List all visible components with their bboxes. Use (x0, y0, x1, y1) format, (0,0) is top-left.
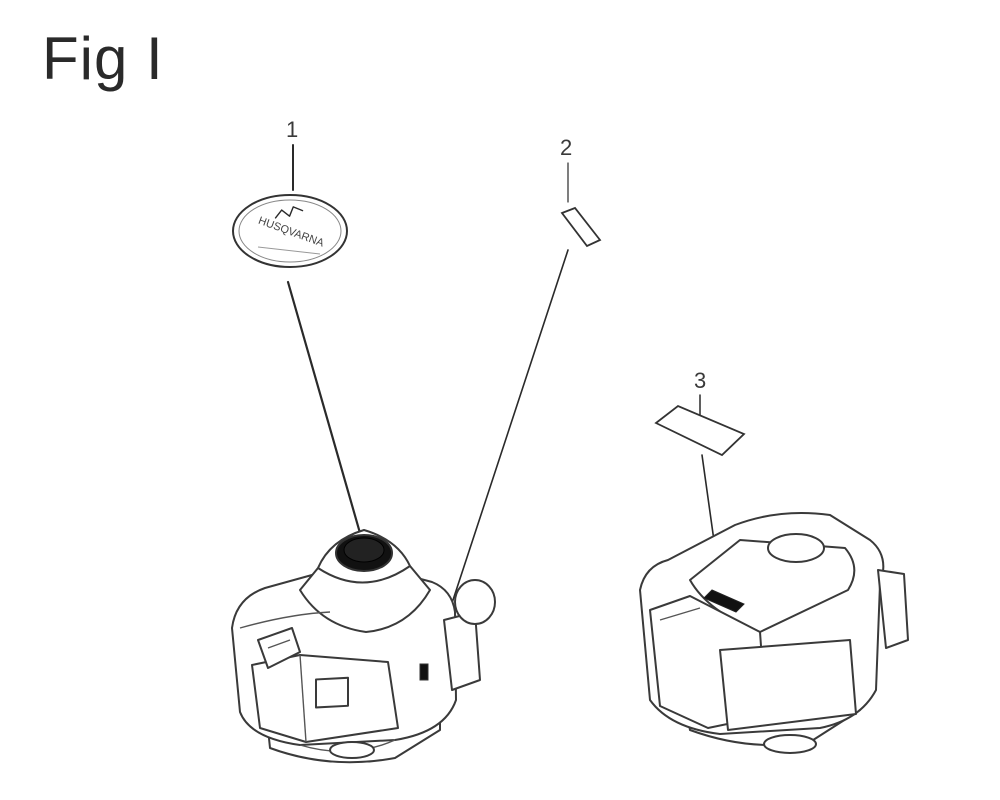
callout-number-3: 3 (694, 368, 706, 393)
decal-part-2 (560, 206, 602, 248)
callout-ticks (292, 144, 701, 416)
figure-title: Fig I (42, 25, 164, 92)
engine-right (639, 511, 909, 754)
callout-number-2: 2 (560, 135, 572, 160)
callout-number-1: 1 (286, 117, 298, 142)
decal-part-1: HUSQVARNA (232, 194, 348, 268)
engine-left (231, 529, 496, 764)
decal-part-3 (654, 404, 746, 457)
